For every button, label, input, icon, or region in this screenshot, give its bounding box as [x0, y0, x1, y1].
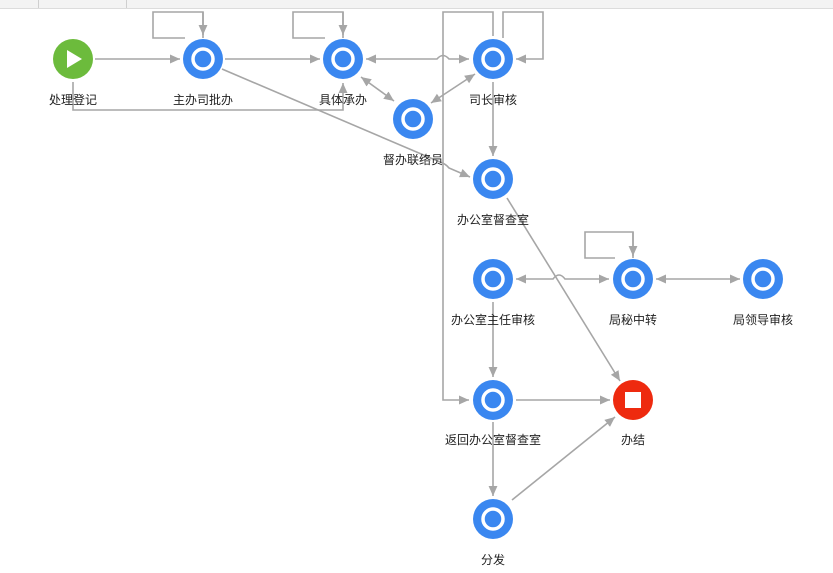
task-node-n3[interactable]: 司长审核: [469, 39, 517, 107]
task-node-n7-label: 局秘中转: [609, 312, 657, 327]
target-ring-icon: [481, 388, 505, 412]
edge-start-n2: [72, 82, 348, 111]
target-ring-icon: [481, 267, 505, 291]
toolbar-divider: [126, 0, 127, 8]
task-node-n8-label: 局领导审核: [733, 312, 793, 327]
task-node-n10[interactable]: 分发: [473, 499, 513, 567]
task-node-n7[interactable]: 局秘中转: [609, 259, 657, 327]
target-ring-icon: [621, 267, 645, 291]
task-node-n8[interactable]: 局领导审核: [733, 259, 793, 327]
task-node-n5[interactable]: 办公室督查室: [457, 159, 529, 227]
toolbar-divider: [38, 0, 39, 8]
edge-n2-n4: [360, 76, 395, 102]
task-node-n3-label: 司长审核: [469, 92, 517, 107]
edge-n1-n5: [221, 68, 471, 178]
task-node-n4-label: 督办联络员: [383, 152, 443, 167]
edge-n3-self: [502, 11, 544, 64]
play-icon: [67, 50, 82, 68]
end-node-label: 办结: [621, 432, 645, 447]
target-ring-icon: [481, 47, 505, 71]
task-node-n2[interactable]: 具体承办: [319, 39, 367, 107]
task-node-n6-label: 办公室主任审核: [451, 312, 535, 327]
edge-n5-end: [506, 197, 621, 382]
edge-n2-n3: [366, 54, 469, 64]
target-ring-icon: [481, 507, 505, 531]
edge-n3-n9: [442, 11, 494, 405]
edge-n7-self: [584, 231, 634, 259]
edge-n10-end: [511, 416, 616, 501]
task-node-n10-label: 分发: [481, 552, 505, 567]
task-node-n1-label: 主办司批办: [173, 92, 233, 107]
end-node[interactable]: 办结: [613, 380, 653, 447]
task-node-n1[interactable]: 主办司批办: [173, 39, 233, 107]
edge-n4-n3: [430, 73, 476, 104]
edge-n2-self: [292, 11, 344, 39]
target-ring-icon: [751, 267, 775, 291]
top-toolbar-strip: [0, 0, 833, 9]
edge-n1-self: [152, 11, 204, 39]
start-node-label: 处理登记: [49, 92, 97, 107]
task-node-n6[interactable]: 办公室主任审核: [451, 259, 535, 327]
task-node-n9[interactable]: 返回办公室督查室: [445, 380, 541, 447]
target-ring-icon: [401, 107, 425, 131]
target-ring-icon: [191, 47, 215, 71]
stop-icon: [625, 392, 641, 408]
start-node[interactable]: 处理登记: [49, 39, 97, 107]
task-node-n4[interactable]: 督办联络员: [383, 99, 443, 167]
target-ring-icon: [481, 167, 505, 191]
edge-n6-n7: [516, 274, 609, 284]
task-node-n5-label: 办公室督查室: [457, 212, 529, 227]
task-node-n2-label: 具体承办: [319, 92, 367, 107]
task-node-n9-label: 返回办公室督查室: [445, 432, 541, 447]
target-ring-icon: [331, 47, 355, 71]
